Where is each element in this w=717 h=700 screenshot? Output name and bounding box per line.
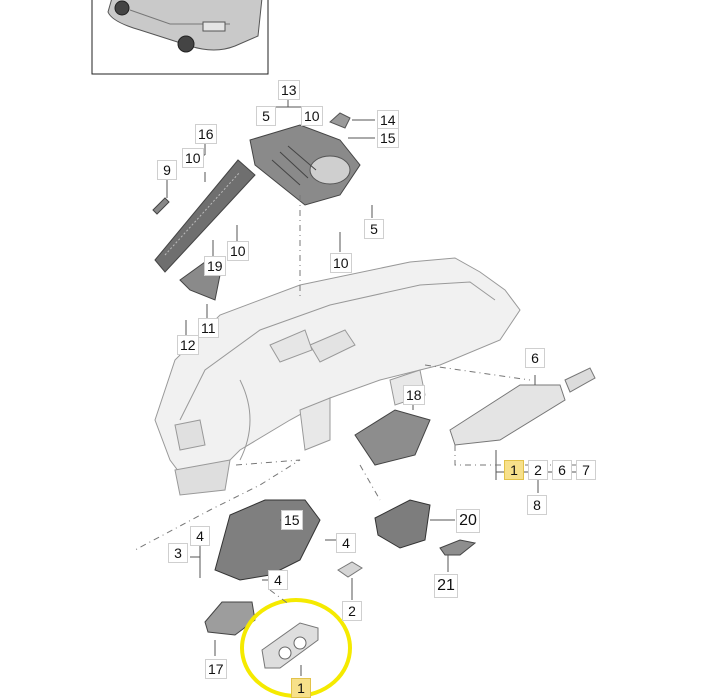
callout-13: 13 [278,80,300,100]
part-16-vent-strip [154,159,256,273]
part-2-cap [337,561,363,578]
callout-16-10: 10 [182,148,204,168]
callout-15-lower: 15 [281,510,303,530]
part-13-center-vent [249,124,361,206]
callout-7: 7 [576,460,596,480]
vehicle-thumbnail [91,0,269,75]
callout-1-glovebox: 1 [504,460,524,480]
callout-10-left: 10 [227,241,249,261]
part-18-bracket [354,409,431,466]
callout-16: 16 [195,124,217,144]
dashboard-carrier [154,257,521,496]
callout-17: 17 [205,659,227,679]
callout-2-cap: 2 [342,601,362,621]
callout-11: 11 [198,318,219,338]
callout-13-10: 10 [301,106,323,126]
part-7-cover [564,367,596,393]
part-9-trim [152,197,170,215]
callout-10-center: 10 [330,253,352,273]
part-6-grille [449,384,566,446]
part-1-switch-panel [261,622,319,669]
callout-5: 5 [364,219,384,239]
part-14-clip [329,112,351,129]
part-3-cluster-housing [214,499,321,581]
callout-8: 8 [527,495,547,515]
callout-6-lower: 6 [552,460,572,480]
callout-13-5: 5 [256,106,276,126]
callout-4-top: 4 [190,526,210,546]
callout-6-upper: 6 [525,348,545,368]
callout-12: 12 [177,335,199,355]
part-20-tray [374,499,431,549]
callout-14: 14 [377,110,399,130]
callout-4-right: 4 [336,533,356,553]
callout-21: 21 [434,574,458,598]
callout-9: 9 [157,160,177,180]
callout-19: 19 [204,256,226,276]
callout-4-bottom: 4 [268,570,288,590]
callout-2-glovebox: 2 [528,460,548,480]
callout-3: 3 [168,543,188,563]
callout-18: 18 [403,385,425,405]
part-21-mat [439,539,477,556]
callout-15-upper: 15 [377,128,399,148]
callout-1-switch-panel: 1 [291,678,311,698]
part-17-lower-panel [204,601,256,636]
callout-20: 20 [456,509,480,533]
